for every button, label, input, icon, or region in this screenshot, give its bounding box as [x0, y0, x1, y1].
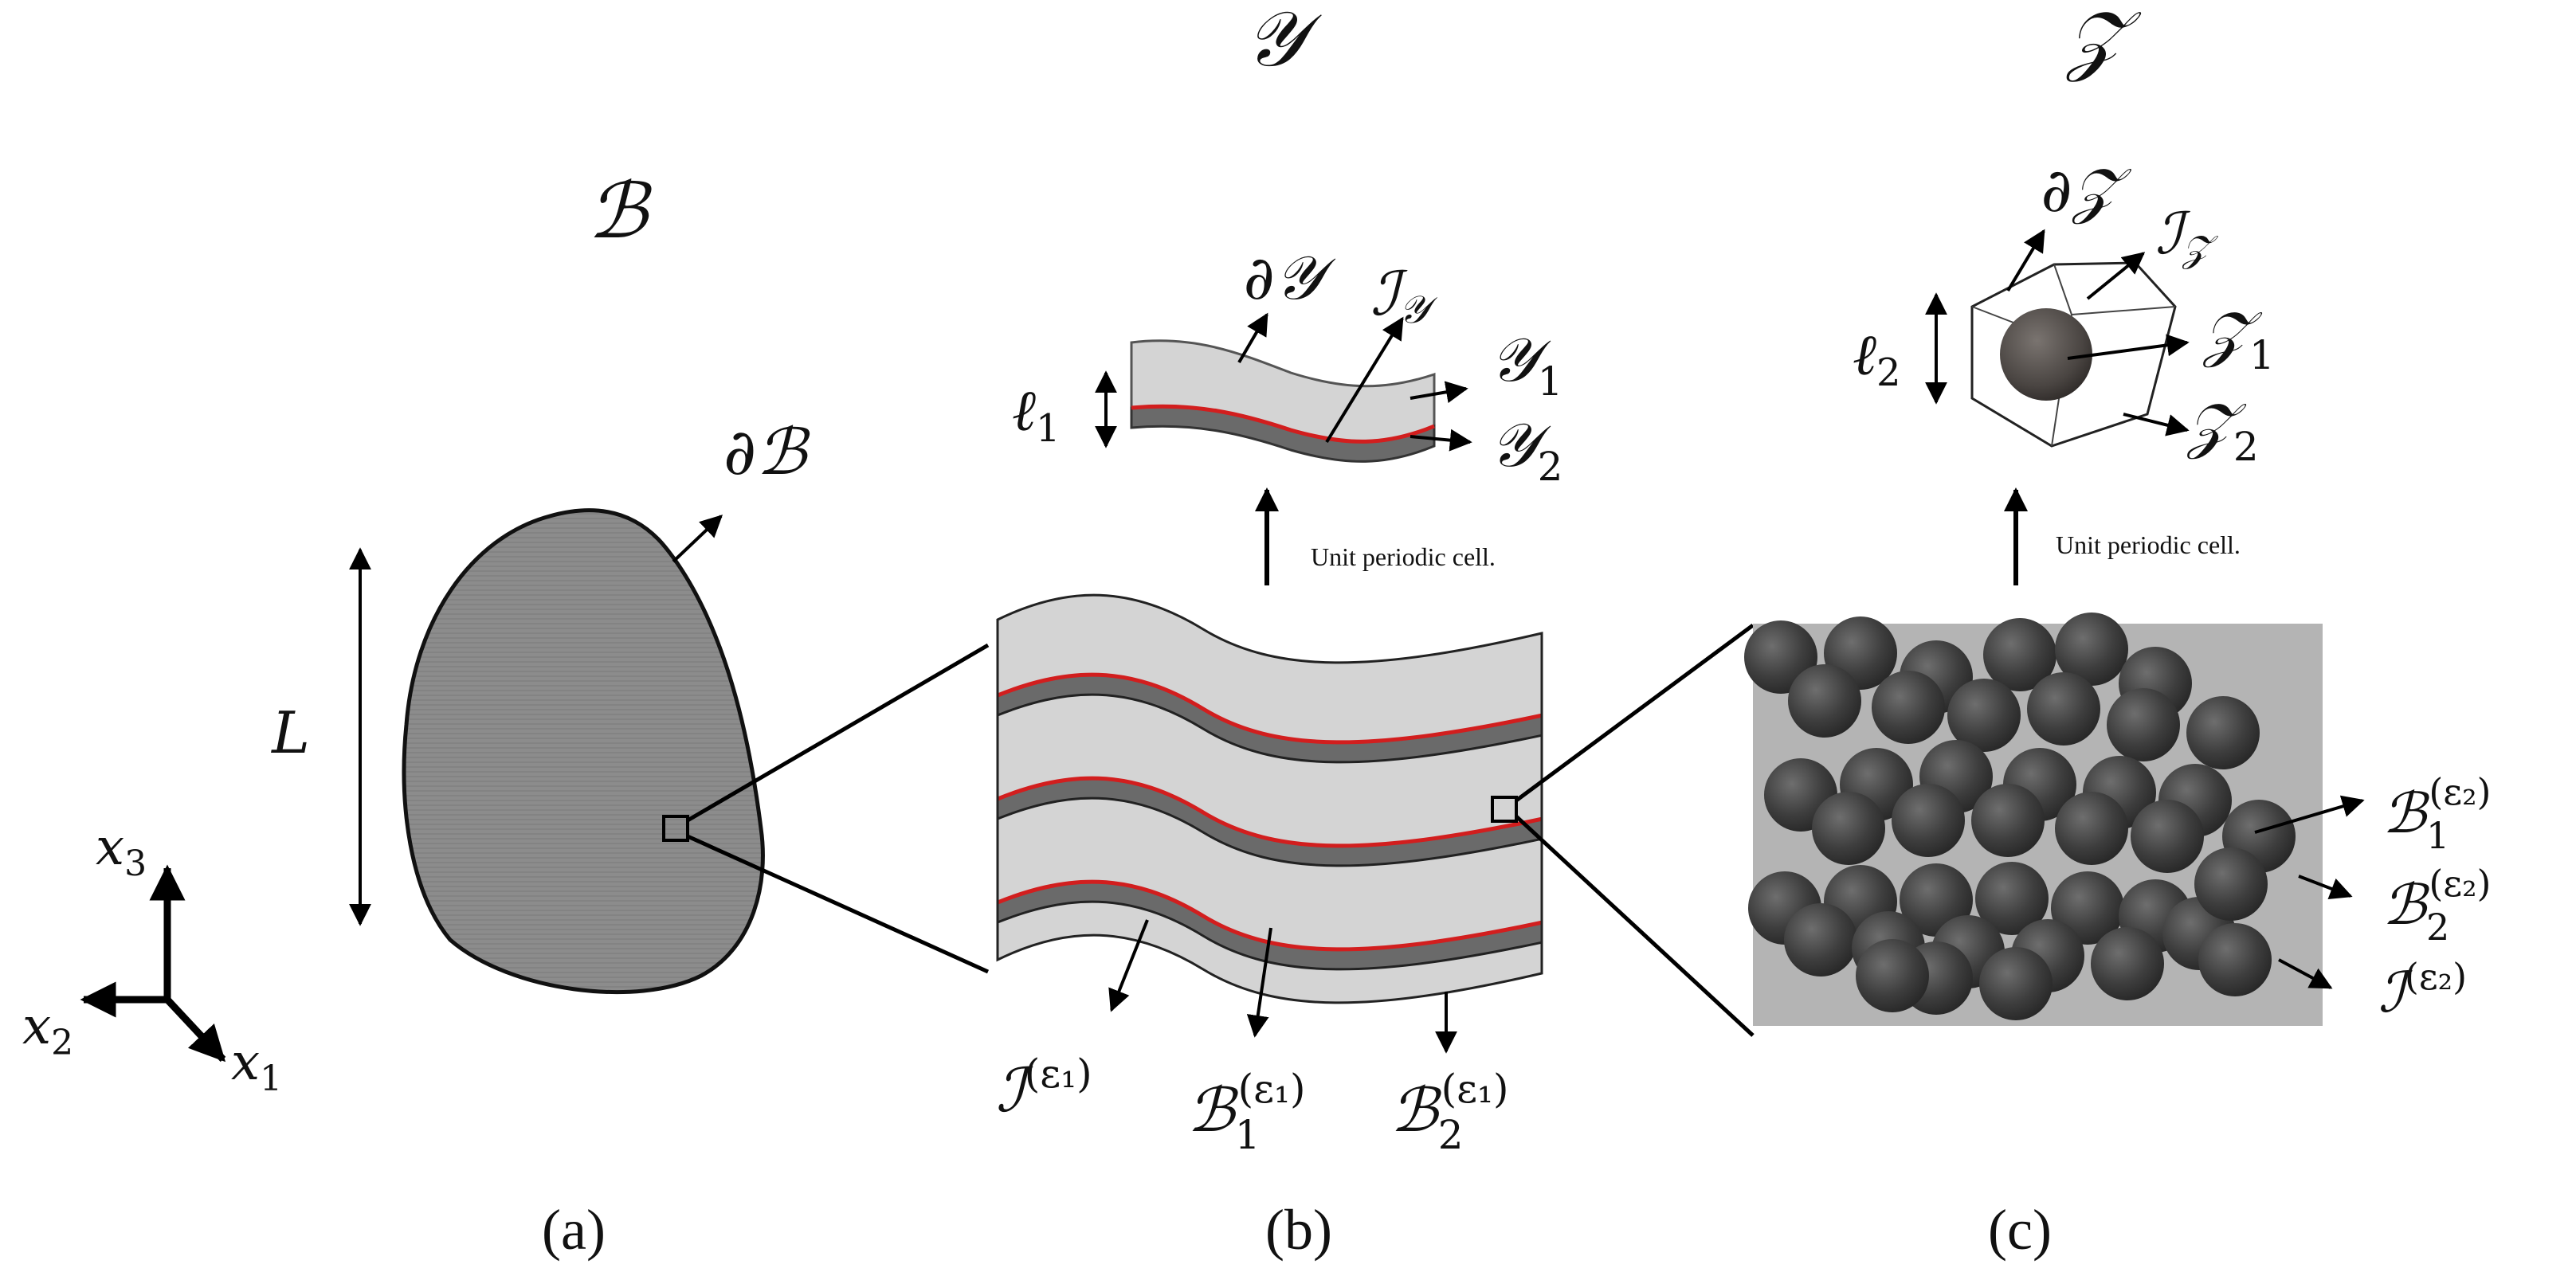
- particle-sphere-39: [1856, 939, 1929, 1012]
- particle-sphere-22: [2055, 792, 2128, 865]
- cube-inner-edges: [1971, 264, 2176, 447]
- interface-line-1: [998, 672, 1542, 745]
- zoom-line-bottom-a: [686, 834, 990, 974]
- caption-c: (c): [1988, 1198, 2052, 1262]
- panel-b-title: 𝒴: [1245, 0, 1322, 84]
- interface-label-c: ℐ𝒵: [2155, 200, 2219, 270]
- laminate-outline: [996, 593, 1543, 1004]
- unit-cell-c: ∂𝒵 ℐ𝒵 𝒵1 𝒵2 ℓ2: [1853, 155, 2275, 470]
- boundary-label-c: ∂𝒵: [2041, 155, 2131, 225]
- material-point-box: [662, 815, 689, 842]
- particle-sphere-35: [2091, 927, 2164, 1000]
- interface-label-eps1: ℐ(ε₁): [996, 1051, 1092, 1125]
- interface-label-eps2: ℐ(ε₂): [2378, 955, 2467, 1025]
- particle-sphere-4: [1983, 618, 2056, 691]
- particle-sphere-38: [1979, 947, 2053, 1020]
- particle-sphere-12: [2186, 696, 2260, 769]
- phase2-label-b: 𝒴2: [1490, 409, 1562, 490]
- particle-sphere-11: [2107, 688, 2180, 761]
- cell-note-c: Unit periodic cell.: [2056, 530, 2241, 559]
- panel-b: 𝒴 ∂𝒴 ℐ𝒴 𝒴1 𝒴2 ℓ1 Unit periodic cell.: [996, 0, 1755, 1262]
- unit-cell-interface: [1131, 404, 1435, 444]
- length-label-L: L: [270, 699, 310, 766]
- panel-a: ℬ ∂ℬ L x3 x2 x1 (a): [22, 166, 990, 1262]
- axis-x1-label: x1: [231, 1033, 282, 1099]
- caption-b: (b): [1265, 1198, 1332, 1262]
- particle-sphere-8: [1872, 671, 1945, 744]
- particle-sphere-40: [2198, 923, 2272, 996]
- particle-sphere-41: [2194, 847, 2268, 921]
- caption-a: (a): [542, 1198, 606, 1262]
- phase1-label-c: 𝒵1: [2202, 298, 2275, 378]
- cell-note-b: Unit periodic cell.: [1311, 542, 1496, 571]
- phase1-label-b: 𝒴1: [1490, 324, 1562, 405]
- particle-sphere-20: [1892, 784, 1965, 857]
- axis-x2-label: x2: [22, 997, 73, 1063]
- boundary-label-a: ∂ℬ: [723, 415, 810, 489]
- particle-sphere-19: [1812, 792, 1885, 865]
- particulate-spheres: [1744, 613, 2296, 1020]
- particle-sphere-5: [2055, 613, 2128, 686]
- boundary-arrow: [672, 515, 723, 563]
- panel-a-title: ℬ: [587, 166, 653, 256]
- interface-line-2: [998, 776, 1542, 848]
- boundary-label-b: ∂𝒴: [1244, 242, 1336, 313]
- interface-label-b: ℐ𝒴: [1370, 258, 1438, 332]
- material-point-box-b: [1491, 796, 1518, 823]
- phase2-label-eps2: ℬ2(ε₂): [2382, 862, 2491, 949]
- length-label-l2: ℓ2: [1853, 321, 1901, 395]
- particle-sphere-21: [1971, 784, 2045, 857]
- zoom-line-top-a: [686, 643, 990, 823]
- laminate-structure: [998, 595, 1542, 1003]
- laminate-layers: [998, 672, 1542, 971]
- phase1-label-eps1: ℬ1(ε₁): [1187, 1066, 1306, 1158]
- body-domain: [402, 508, 765, 995]
- phase1-label-eps2: ℬ1(ε₂): [2382, 770, 2491, 857]
- particle-sphere-9: [1947, 679, 2021, 752]
- axis-x3-label: x3: [96, 818, 147, 884]
- particle-sphere-10: [2027, 672, 2100, 746]
- particle-sphere-31: [1784, 903, 1857, 977]
- particle-sphere-28: [1975, 862, 2049, 935]
- zoom-line-top-b: [1515, 623, 1755, 803]
- unit-cell-b: ∂𝒴 ℐ𝒴 𝒴1 𝒴2 ℓ1: [1012, 242, 1562, 490]
- interface-line-3: [998, 879, 1542, 952]
- phase2-label-c: 𝒵2: [2186, 389, 2259, 470]
- panel-c-title: 𝒵: [2064, 0, 2142, 84]
- particle-sphere-7: [1788, 664, 1861, 738]
- coordinate-axes: x3 x2 x1: [22, 818, 282, 1099]
- phase2-label-eps1: ℬ2(ε₁): [1390, 1066, 1509, 1158]
- cube-inclusion: [2000, 308, 2092, 401]
- particle-sphere-23: [2131, 800, 2204, 873]
- panel-c: 𝒵 ∂𝒵 ℐ𝒵 𝒵1 𝒵2 ℓ2 Unit periodic cell.: [1744, 0, 2491, 1262]
- zoom-line-bottom-b: [1515, 815, 1755, 1037]
- length-label-l1: ℓ1: [1012, 377, 1061, 451]
